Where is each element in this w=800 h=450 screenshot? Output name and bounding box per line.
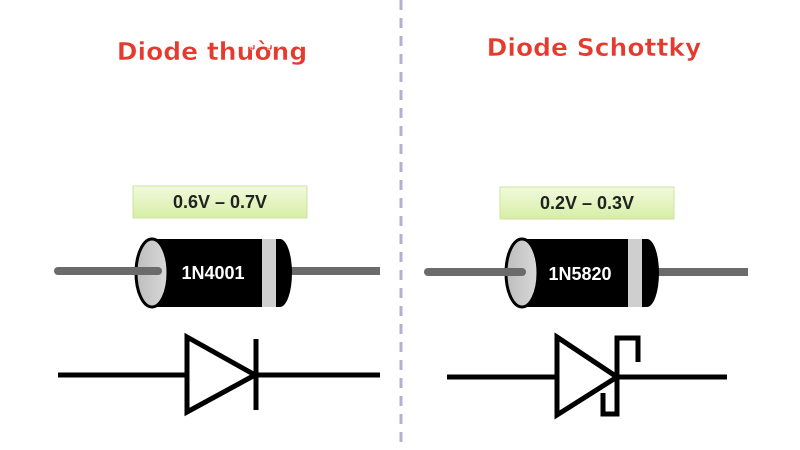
- part-number: 1N4001: [181, 263, 244, 283]
- schottky-diode-icon: [447, 332, 727, 420]
- schottky-diode-panel: Diode Schottky 0.2V – 0.3V 1N5820: [424, 33, 748, 420]
- standard-diode-title: Diode thường: [117, 37, 307, 66]
- part-number: 1N5820: [548, 264, 611, 284]
- voltage-label-box: 0.2V – 0.3V: [499, 186, 675, 220]
- standard-diode-panel: Diode thường 0.6V – 0.7V 1N4001: [54, 37, 380, 417]
- schottky-diode-title: Diode Schottky: [487, 33, 702, 62]
- diode-component-1n4001: 1N4001: [54, 237, 380, 309]
- diode-component-1n5820: 1N5820: [424, 237, 748, 309]
- forward-voltage-label: 0.6V – 0.7V: [173, 192, 267, 212]
- standard-diode-icon: [58, 332, 380, 417]
- voltage-label-box: 0.6V – 0.7V: [132, 185, 308, 219]
- forward-voltage-label: 0.2V – 0.3V: [540, 193, 634, 213]
